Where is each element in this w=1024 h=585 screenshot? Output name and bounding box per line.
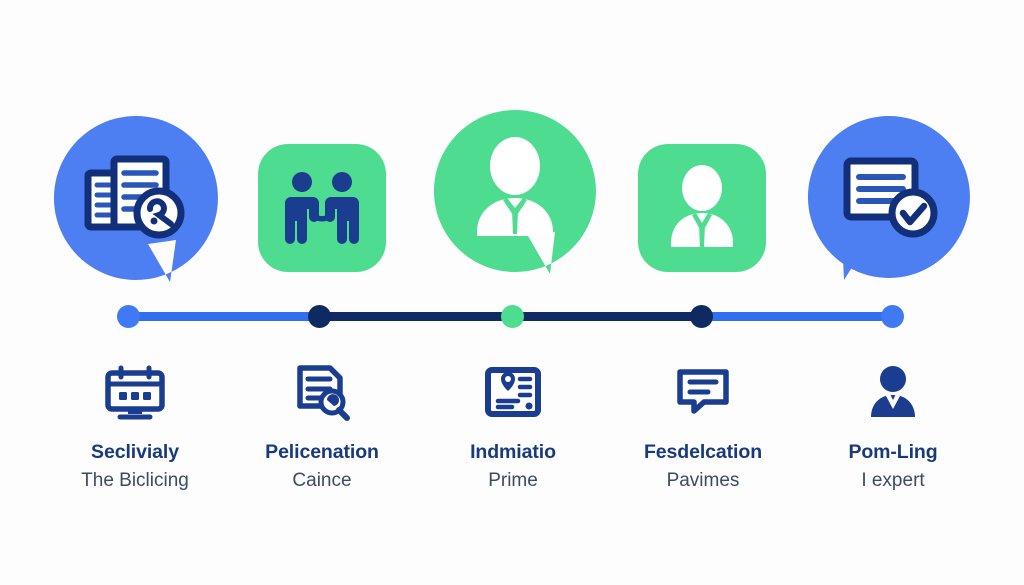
timeline-track — [0, 296, 1024, 346]
node-2-handshake[interactable] — [258, 144, 386, 272]
person-bust-icon — [798, 362, 988, 424]
id-card-icon — [418, 362, 608, 424]
step-1[interactable]: Seclivialy The Biclicing — [40, 362, 230, 492]
step-5[interactable]: Pom-Ling I expert — [798, 362, 988, 492]
step-2[interactable]: Pelicenation Caince — [227, 362, 417, 492]
node-5-document-check[interactable] — [806, 114, 972, 280]
step-5-title: Pom-Ling — [848, 441, 938, 463]
timeline-dot-4[interactable] — [690, 305, 713, 328]
document-magnifier-icon — [227, 362, 417, 424]
timeline-dot-3[interactable] — [501, 305, 524, 328]
step-2-subtitle: Caince — [292, 470, 352, 491]
timeline-segment-3 — [512, 312, 706, 321]
step-4[interactable]: Fesdelcation Pavimes — [608, 362, 798, 492]
chat-bubble-lines-icon — [608, 362, 798, 424]
handshake-people-icon — [258, 144, 386, 272]
node-row — [0, 96, 1024, 296]
calendar-monitor-icon — [40, 362, 230, 424]
step-label-row: Seclivialy The Biclicing Pelicenati — [0, 362, 1024, 542]
step-3[interactable]: Indmiatio Prime — [418, 362, 608, 492]
businessperson-suit-icon — [432, 108, 598, 274]
step-4-subtitle: Pavimes — [666, 470, 740, 491]
businessperson-suit-icon — [638, 144, 766, 272]
step-1-subtitle: The Biclicing — [81, 470, 189, 491]
step-3-title: Indmiatio — [470, 441, 556, 463]
step-3-subtitle: Prime — [488, 470, 538, 491]
node-1-documents-search[interactable] — [52, 114, 220, 282]
timeline-dot-1[interactable] — [117, 305, 140, 328]
document-check-icon — [806, 114, 972, 280]
timeline-dot-5[interactable] — [881, 305, 904, 328]
node-3-businessperson-featured[interactable] — [432, 108, 598, 274]
step-2-title: Pelicenation — [265, 441, 379, 463]
timeline-segment-4 — [700, 312, 896, 321]
timeline-dot-2[interactable] — [308, 305, 331, 328]
step-5-subtitle: I expert — [861, 470, 925, 491]
documents-search-icon — [52, 114, 220, 282]
node-4-businessperson[interactable] — [638, 144, 766, 272]
step-1-title: Seclivialy — [91, 441, 179, 463]
step-4-title: Fesdelcation — [644, 441, 762, 463]
timeline-segment-1 — [128, 312, 322, 321]
timeline-segment-2 — [318, 312, 516, 321]
